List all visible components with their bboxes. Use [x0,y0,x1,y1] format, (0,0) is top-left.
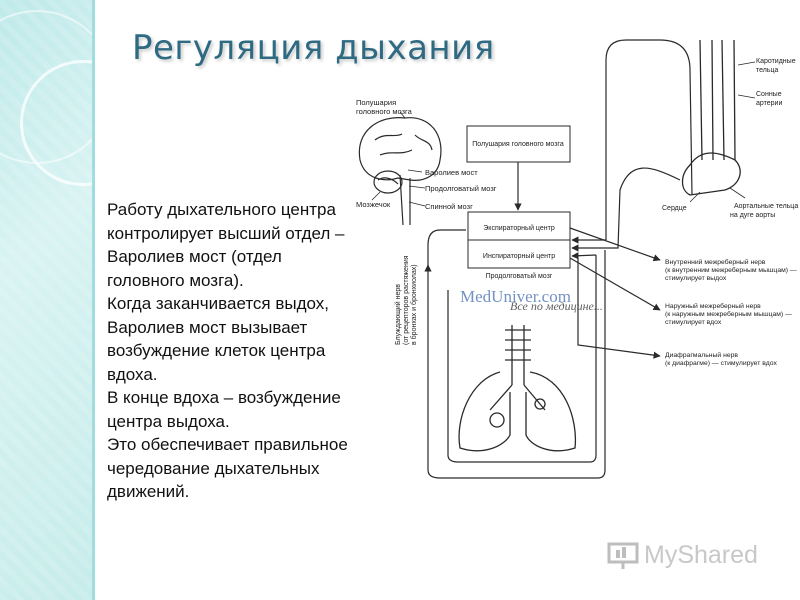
aortic-bodies-label: на дуге аорты [730,212,775,219]
myshared-logo: MyShared [606,540,758,570]
carotid-bodies-label: Каротидные [756,58,796,65]
respiration-regulation-diagram: Полушария головного мозга Варолиев мост … [356,39,798,479]
brain-leader-lines [371,111,426,207]
respiratory-feedback-loops [424,229,606,479]
carotid-arteries [681,39,741,196]
internal-nerve-label: (к внутренним межреберным мышцам) — [665,266,797,274]
vagus-label: Блуждающий нерв [394,284,402,345]
heart-label: Сердце [662,205,687,212]
carotid-bodies-label: тельца [756,67,779,74]
carotid-nerve-path [605,39,693,240]
aortic-bodies-label: Аортальные тельца [734,203,798,210]
aortic-nerve-path [571,167,681,252]
internal-nerve-label: Внутренний межреберный нерв [665,258,766,266]
hemispheres-box [466,125,571,163]
external-nerve-label: Наружный межреберный нерв [665,302,761,310]
carotid-arteries-label: артерии [756,100,782,107]
brain-title-label: Полушария [356,98,396,107]
external-nerve-label: стимулирует вдох [665,319,722,326]
inspiratory-center-label: Инспираторный центр [483,252,555,260]
internal-nerve-label: стимулирует выдох [665,275,727,282]
cerebellum-label: Мозжечок [356,200,391,209]
slide-body-text: Работу дыхательного центра контролирует … [107,198,357,504]
body-paragraph: Когда заканчивается выдох, Варолиев мост… [107,294,330,384]
diaphragm-nerve-label: Диафрагмальный нерв [665,351,738,359]
logo-text: MyShared [644,540,758,569]
meduniver-watermark: MedUniver.com [460,287,571,306]
vagus-label: в бронхах и бронхиолах) [410,264,418,345]
slide-title: Регуляция дыхания [132,28,495,68]
body-paragraph: В конце вдоха – возбуждение центра выдох… [107,388,341,431]
medulla-label: Продолговатый мозг [425,184,497,193]
brain-title-label: головного мозга [356,107,413,116]
hemispheres-box-label: Полушария головного мозга [472,141,564,148]
varolius-label: Варолиев мост [425,168,478,177]
vagus-label: (от рецепторов растяжения [403,255,410,345]
decorative-side-band [0,0,92,600]
band-edge-line [92,0,95,600]
presentation-board-icon [607,542,639,569]
carotid-arteries-label: Сонные [756,91,782,98]
expiratory-center-label: Экспираторный центр [483,224,555,232]
vagus-label-group: Блуждающий нерв (от рецепторов растяжени… [394,255,418,345]
spinal-cord-label: Спинной мозг [425,202,473,211]
lungs-illustration [458,325,577,452]
right-leader-lines [689,61,756,203]
external-nerve-label: (к наружным межреберным мышцам) — [665,310,792,318]
diaphragm-nerve-label: (к диафрагме) — стимулирует вдох [665,360,777,367]
body-paragraph: Работу дыхательного центра контролирует … [107,200,345,290]
body-paragraph: Это обеспечивает правильное чередование … [107,435,348,501]
efferent-nerves [569,227,661,359]
meduniver-watermark-sub: Все по медицине... [510,299,603,313]
medulla-caption: Продолговатый мозг [486,272,553,280]
